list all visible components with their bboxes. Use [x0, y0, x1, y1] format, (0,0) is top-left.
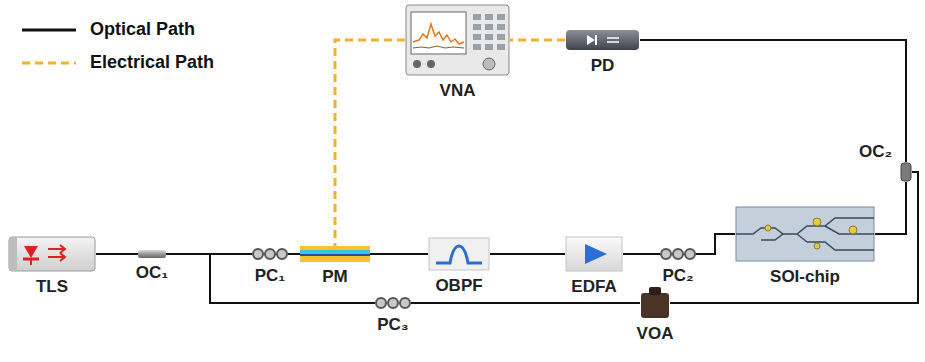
- bandpass-filter: OBPF: [428, 237, 490, 271]
- soi-chip: SOI-chip: [735, 206, 875, 262]
- optical-fiber: [166, 254, 375, 303]
- legend-text: Optical Path: [90, 19, 195, 39]
- legend-text: Electrical Path: [90, 52, 214, 72]
- electrical-sample: [22, 62, 76, 65]
- network-analyzer: VNA: [405, 4, 510, 76]
- component-icon: [405, 4, 510, 76]
- electrical-path: [510, 39, 565, 42]
- component-label: PM: [322, 267, 348, 286]
- fiber-amplifier: EDFA: [565, 236, 623, 272]
- component-icon: [565, 29, 640, 51]
- component-icon: [900, 162, 912, 182]
- optical-fiber: [875, 182, 906, 234]
- component-label: VNA: [440, 81, 476, 100]
- component-icon: [660, 247, 696, 261]
- optical-coupler: OC₂: [900, 162, 912, 182]
- component-label: OC₂: [859, 142, 892, 161]
- component-icon: [8, 236, 96, 272]
- component-label: OC₁: [136, 263, 169, 282]
- optical-fiber: [411, 302, 640, 304]
- polarization-controller: PC₁: [252, 247, 288, 261]
- optical-coupler: OC₁: [138, 250, 166, 258]
- polarization-controller: PC₂: [660, 247, 696, 261]
- component-label: PC₃: [377, 315, 408, 334]
- component-icon: [428, 237, 490, 271]
- component-icon: [138, 250, 166, 258]
- optical-fiber: [623, 253, 660, 255]
- component-icon: [565, 236, 623, 272]
- optical-attenuator: VOA: [640, 287, 670, 319]
- phase-modulator: PM: [300, 246, 370, 262]
- component-icon: [640, 287, 670, 319]
- optical-fiber: [490, 253, 565, 255]
- component-icon: [300, 246, 370, 262]
- optical-fiber: [288, 253, 300, 255]
- optical-fiber: [670, 172, 918, 303]
- component-icon: [252, 247, 288, 261]
- optical-fiber: [96, 253, 138, 255]
- component-icon: [375, 296, 411, 310]
- optical-fiber: [370, 253, 428, 255]
- component-label: OBPF: [435, 276, 482, 295]
- optical-sample: [22, 29, 76, 32]
- component-label: PC₂: [662, 266, 693, 285]
- component-label: PC₁: [255, 266, 286, 285]
- optical-fiber: [696, 234, 735, 254]
- component-label: VOA: [637, 324, 674, 343]
- photodetector: PD: [565, 29, 640, 51]
- component-label: TLS: [36, 277, 68, 296]
- component-label: SOI-chip: [770, 267, 840, 286]
- electrical-path: [335, 40, 405, 246]
- optical-fiber: [640, 40, 906, 162]
- component-label: EDFA: [571, 277, 616, 296]
- polarization-controller: PC₃: [375, 296, 411, 310]
- laser-source: TLS: [8, 236, 96, 272]
- component-label: PD: [591, 56, 615, 75]
- component-icon: [735, 206, 875, 262]
